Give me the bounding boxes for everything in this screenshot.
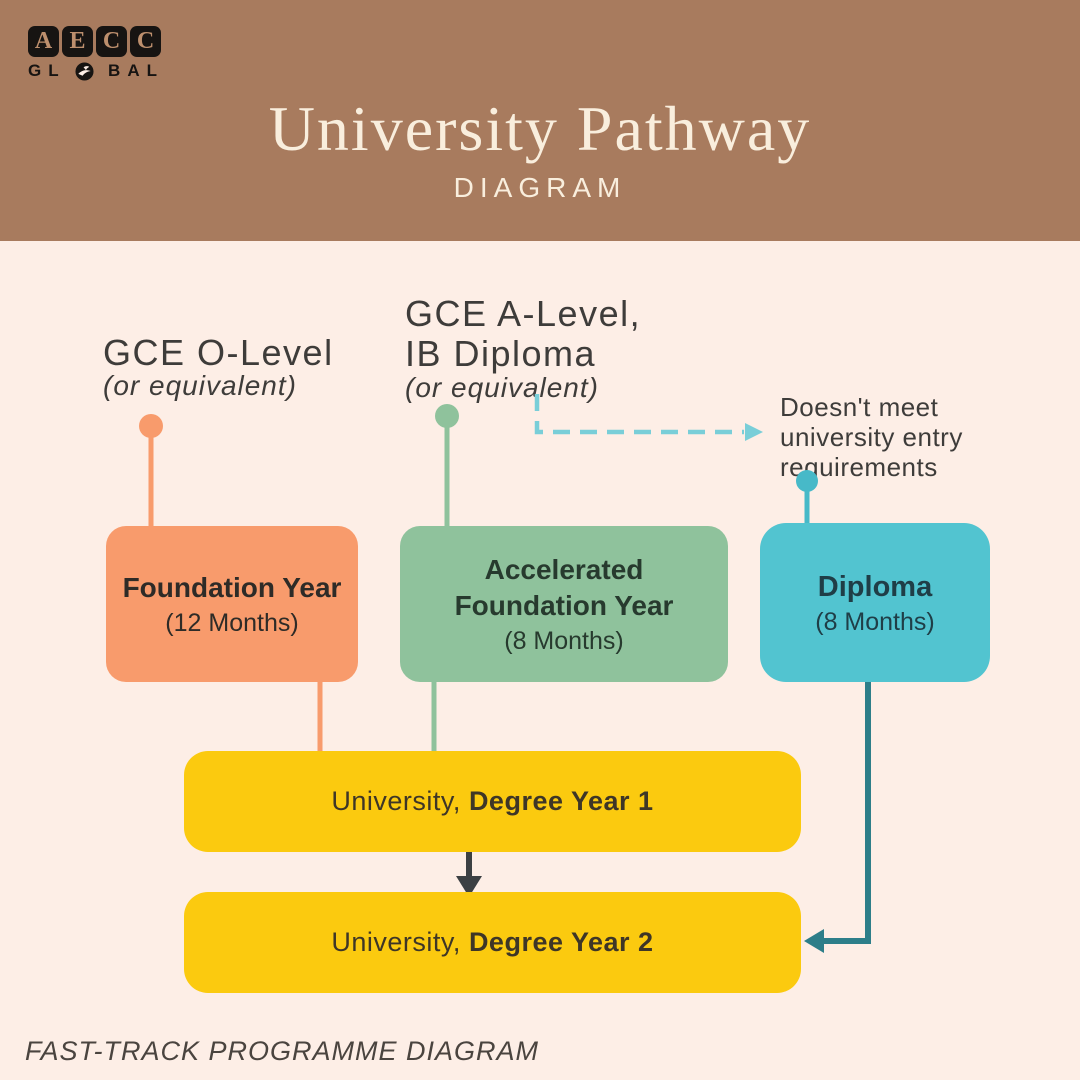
gce-a-level-label: GCE A-Level, IB Diploma [405,293,642,374]
node-title: Foundation Year [122,572,342,603]
page-subtitle: DIAGRAM [453,172,627,203]
node-title: University, Degree Year 1 [331,786,653,817]
node-title: University, Degree Year 2 [331,927,653,958]
a-level-connector [435,404,459,534]
logo-tile: E [62,26,93,57]
degree-bold: Degree Year 2 [468,927,654,957]
degree1-to-degree2-arrow [456,852,482,897]
degree-prefix: University, [331,927,469,957]
diploma-stem-connector [796,470,818,530]
node-duration: (8 Months) [815,607,935,636]
doesnt-meet-dashed-arrow [534,394,763,441]
gce-o-level-label: GCE O-Level [103,332,334,373]
degree-prefix: University, [331,786,469,816]
aecc-global-logo: A E C C GL BAL [28,26,178,81]
page-title: University Pathway [268,93,812,164]
degree-bold: Degree Year 1 [468,786,654,816]
accelerated-foundation-year-node: Accelerated Foundation Year (8 Months) [400,526,728,682]
logo-wordmark: GL BAL [28,61,164,81]
gce-o-level-equivalent-note: (or equivalent) [103,370,297,401]
logo-tile: C [96,26,127,57]
gce-a-level-equivalent-note: (or equivalent) [405,372,599,403]
header-band: A E C C GL BAL University Pathway DIAGRA… [0,0,1080,241]
node-title: Diploma [817,570,933,603]
logo-word-start: GL [28,61,66,80]
logo-word-end: BAL [108,61,164,80]
foundation-year-node: Foundation Year (12 Months) [106,526,358,682]
globe-leaf-icon [75,61,94,81]
node-title: Accelerated Foundation Year [454,554,674,621]
diploma-to-degree2-arrow [804,680,871,953]
logo-tile: A [28,26,59,57]
footer-caption: FAST-TRACK PROGRAMME DIAGRAM [25,1036,540,1066]
degree-year-2-node: University, Degree Year 2 [184,892,801,993]
logo-letter-tiles: A E C C [28,26,178,57]
node-duration: (8 Months) [504,627,624,655]
o-level-connector [139,414,163,534]
logo-tile: C [130,26,161,57]
degree-year-1-node: University, Degree Year 1 [184,751,801,852]
entry-requirements-note: Doesn't meet university entry requiremen… [780,392,963,482]
diploma-node: Diploma (8 Months) [760,523,990,682]
node-duration: (12 Months) [165,609,299,637]
